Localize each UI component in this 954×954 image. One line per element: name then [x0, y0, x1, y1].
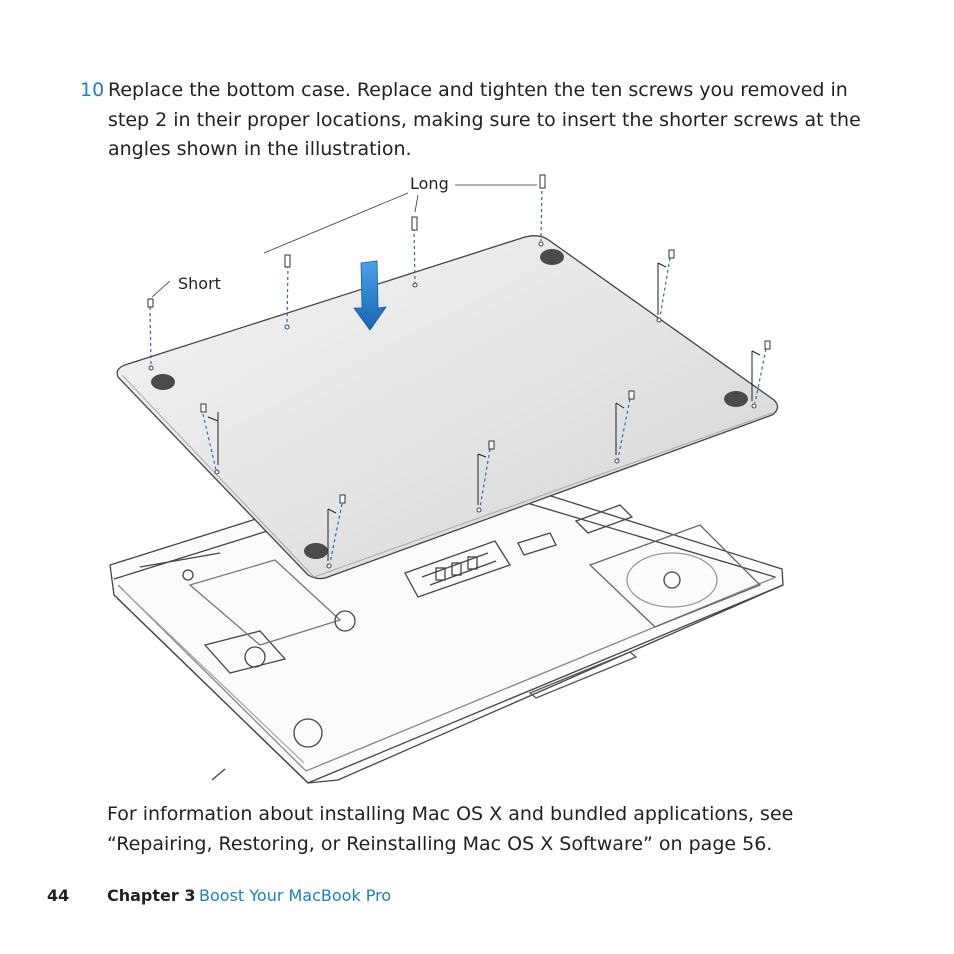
chapter-title: Boost Your MacBook Pro [199, 886, 392, 905]
step-instruction: Replace the bottom case. Replace and tig… [108, 79, 861, 160]
screws [149, 184, 767, 564]
page-footer: 44 Chapter 3 Boost Your MacBook Pro [47, 886, 747, 908]
down-arrow-icon [353, 260, 387, 331]
info-paragraph: For information about installing Mac OS … [107, 803, 794, 855]
step-number: 10 [80, 79, 105, 101]
bottom-case-drawing [109, 174, 784, 784]
screw-icons [147, 174, 771, 504]
bottom-case-plate [116, 235, 779, 580]
screw-holes [148, 241, 757, 569]
page-number: 44 [47, 886, 70, 905]
callout-leaders [151, 184, 537, 298]
chapter-label: Chapter 3 [107, 886, 196, 905]
label-short: Short [178, 274, 221, 293]
angle-markers [207, 262, 761, 561]
label-long: Long [410, 174, 449, 193]
bottom-case-illustration: Long Short [100, 165, 800, 795]
